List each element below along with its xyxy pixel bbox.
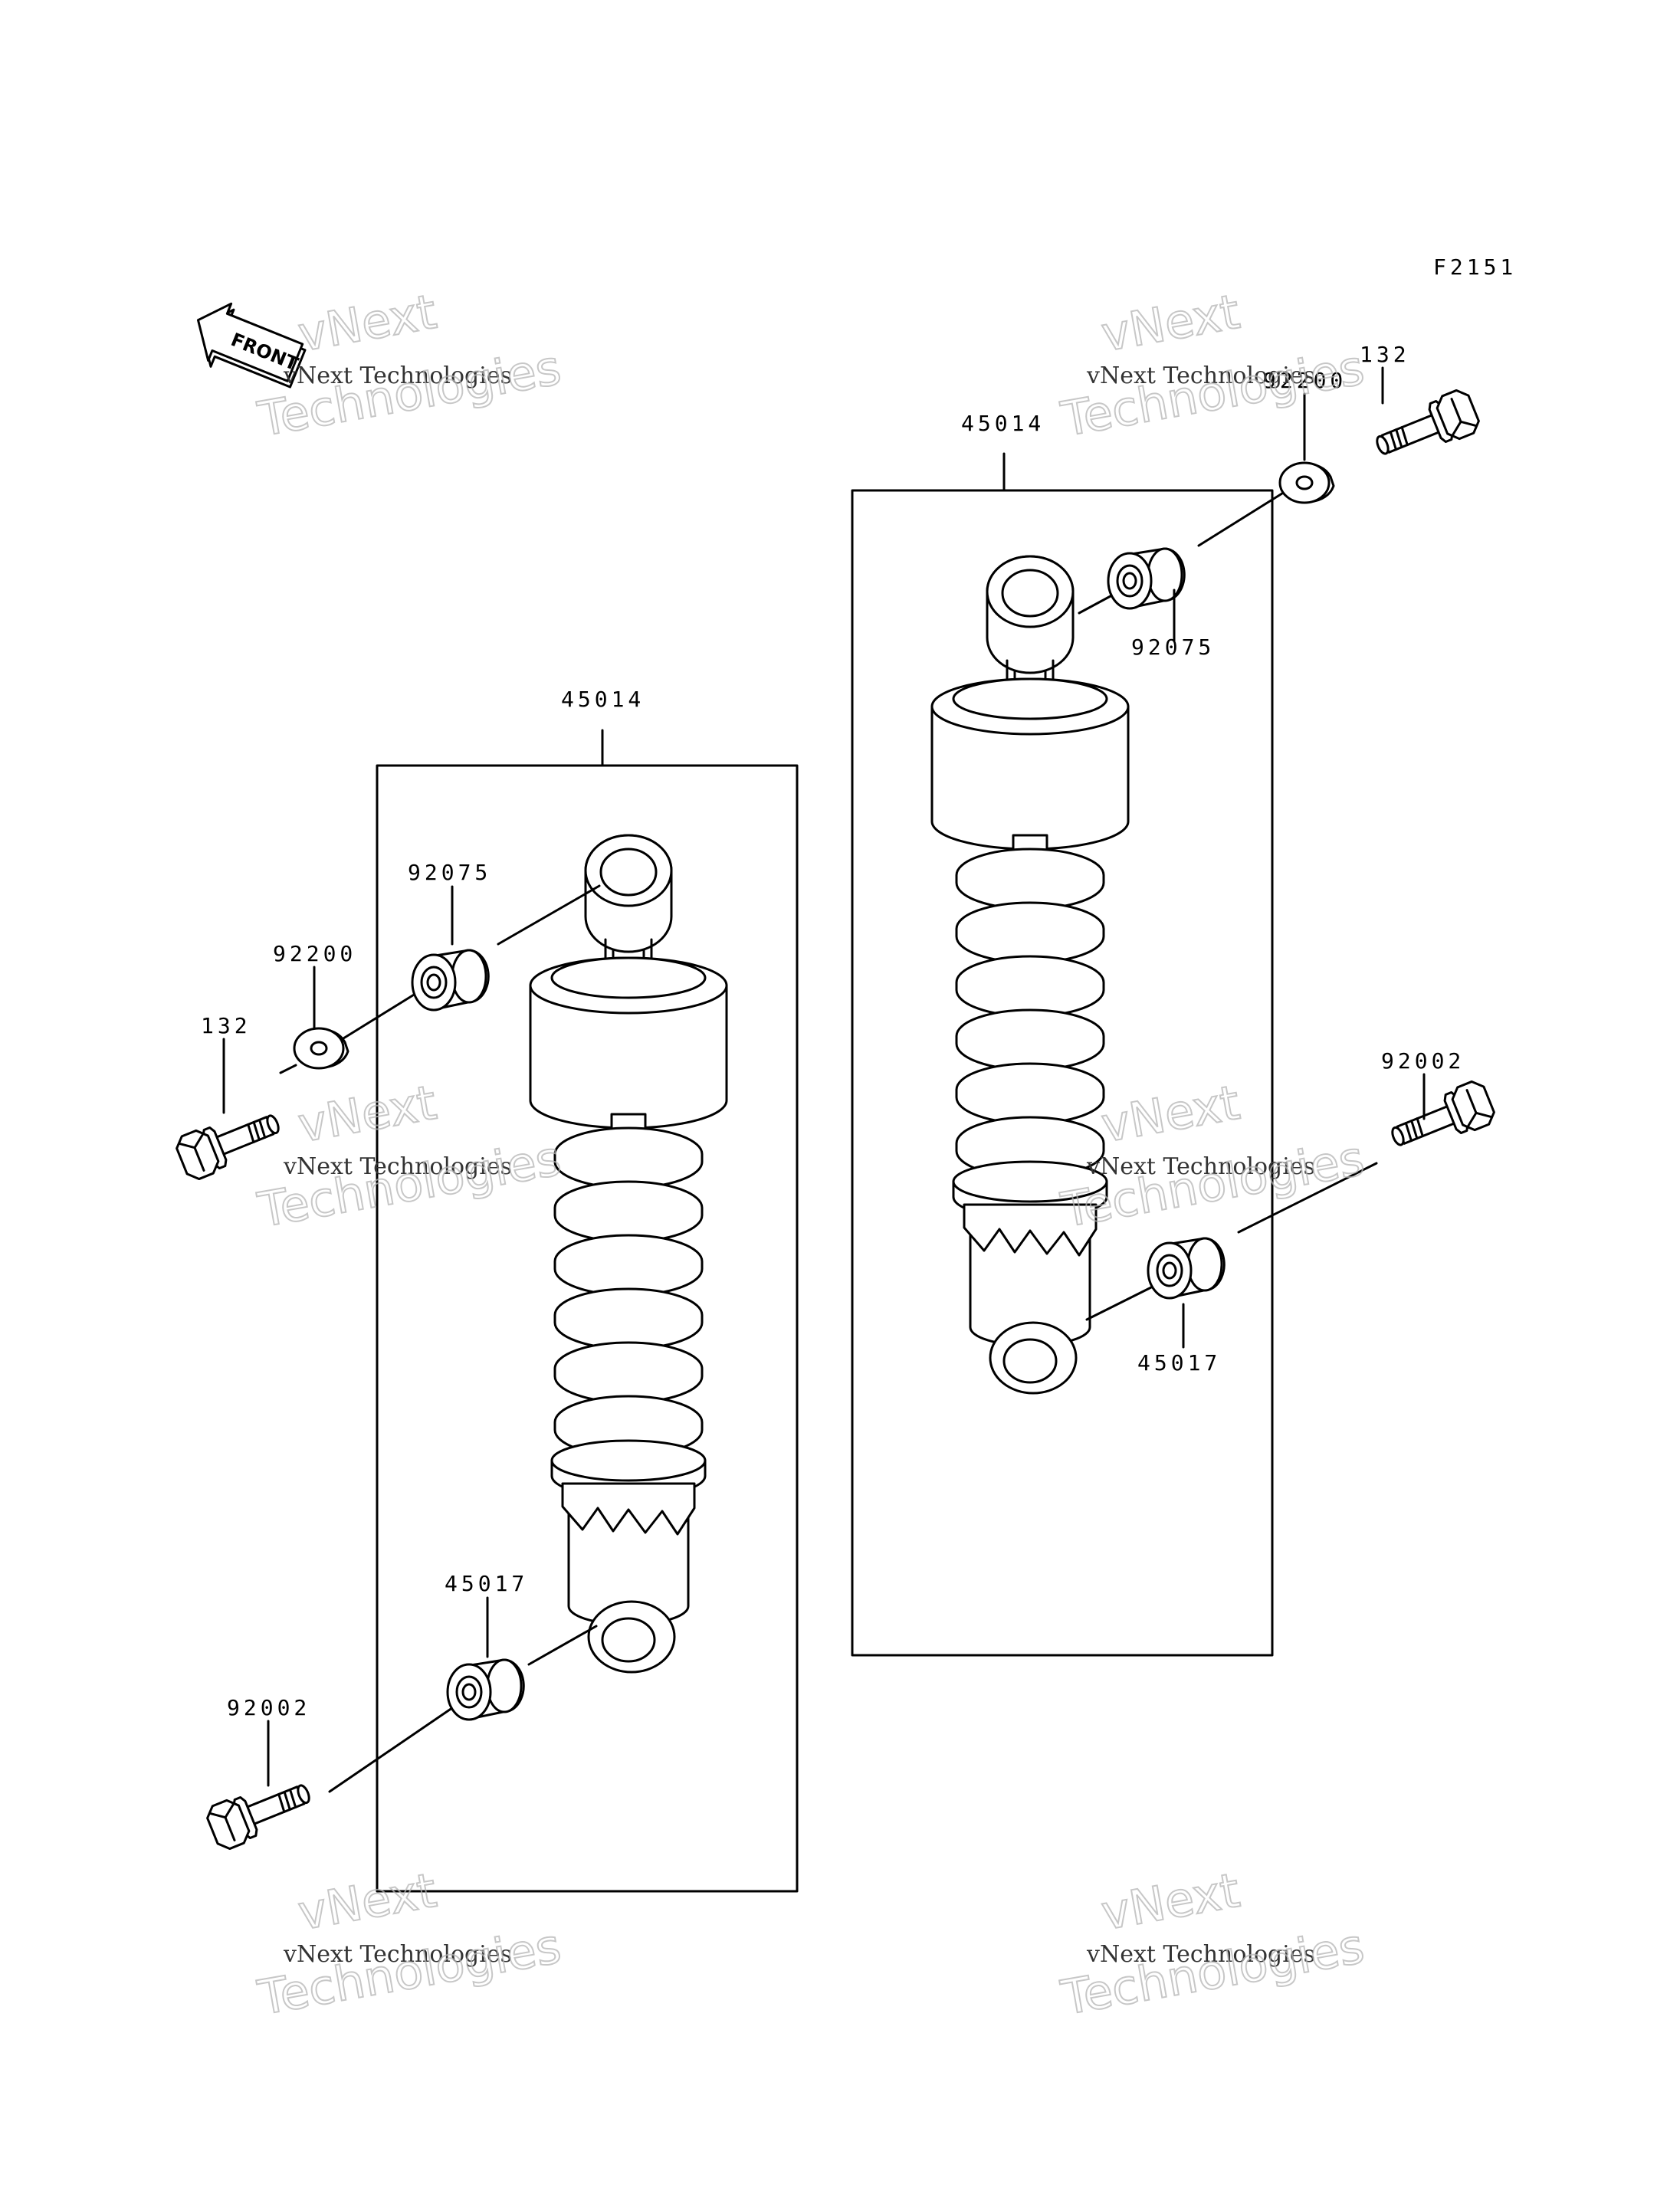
bolt-icon[interactable] [1368, 385, 1484, 470]
svg-text:vNext: vNext [294, 1074, 441, 1153]
washer-icon[interactable] [1278, 461, 1335, 504]
right-label-shock[interactable]: 45014 [961, 411, 1045, 436]
left-label-bolt-top[interactable]: 132 [201, 1013, 251, 1038]
svg-text:vNext Technologies: vNext Technologies [283, 1941, 512, 1968]
watermark-middle-right: vNext vNext Technologies Technologies [1056, 1074, 1369, 1239]
right-assembly-bracket [851, 489, 1274, 1657]
shock-absorber-icon[interactable] [529, 834, 728, 1674]
bolt-icon[interactable] [1383, 1077, 1499, 1161]
svg-text:Technologies: Technologies [1057, 1918, 1368, 2026]
right-label-bolt-top[interactable]: 132 [1360, 342, 1410, 367]
left-assembly: 45014 92075 92200 132 [172, 687, 799, 1893]
svg-text:vNext Technologies: vNext Technologies [283, 362, 512, 389]
left-label-shock[interactable]: 45014 [561, 687, 645, 712]
watermark-middle-left: vNext vNext Technologies Technologies [253, 1074, 566, 1239]
shock-absorber-icon[interactable] [930, 555, 1130, 1395]
bushing-icon[interactable] [446, 1658, 525, 1721]
left-label-washer[interactable]: 92200 [273, 941, 356, 966]
watermark-bottom-left: vNext vNext Technologies Technologies [253, 1861, 566, 2027]
left-label-bushing-top[interactable]: 92075 [408, 860, 491, 885]
svg-text:vNext: vNext [294, 1862, 441, 1941]
left-label-bolt-bottom[interactable]: 92002 [227, 1695, 310, 1720]
svg-text:vNext Technologies: vNext Technologies [283, 1153, 512, 1180]
svg-text:Technologies: Technologies [254, 1918, 565, 2026]
svg-text:vNext: vNext [294, 284, 441, 362]
bushing-icon[interactable] [1107, 547, 1186, 610]
bushing-icon[interactable] [411, 949, 490, 1012]
bolt-icon[interactable] [202, 1769, 318, 1854]
svg-text:vNext Technologies: vNext Technologies [1086, 1153, 1315, 1180]
watermark-top-right: vNext vNext Technologies Technologies [1056, 283, 1369, 448]
watermark-top-left: vNext vNext Technologies Technologies [253, 283, 566, 448]
bolt-icon[interactable] [172, 1100, 287, 1184]
left-label-bushing-bottom[interactable]: 45017 [445, 1571, 528, 1596]
washer-icon[interactable] [293, 1027, 349, 1070]
figure-code: F2151 [1433, 254, 1517, 280]
svg-text:vNext: vNext [1098, 284, 1244, 362]
right-label-bolt-bottom[interactable]: 92002 [1381, 1048, 1465, 1074]
right-label-bushing-top[interactable]: 92075 [1131, 635, 1215, 660]
left-assembly-bracket [376, 764, 799, 1893]
svg-text:Technologies: Technologies [1057, 339, 1368, 448]
watermark-bottom-right: vNext vNext Technologies Technologies [1056, 1861, 1369, 2027]
right-assembly: 45014 92075 92200 132 [851, 342, 1499, 1657]
svg-text:Technologies: Technologies [254, 1130, 565, 1238]
right-label-bushing-bottom[interactable]: 45017 [1137, 1350, 1221, 1376]
svg-text:vNext Technologies: vNext Technologies [1086, 1941, 1315, 1968]
svg-text:vNext Technologies: vNext Technologies [1086, 362, 1315, 389]
svg-text:vNext: vNext [1098, 1074, 1244, 1153]
svg-text:vNext: vNext [1098, 1862, 1244, 1941]
bushing-icon[interactable] [1147, 1237, 1226, 1300]
right-label-washer[interactable]: 92200 [1263, 368, 1347, 393]
